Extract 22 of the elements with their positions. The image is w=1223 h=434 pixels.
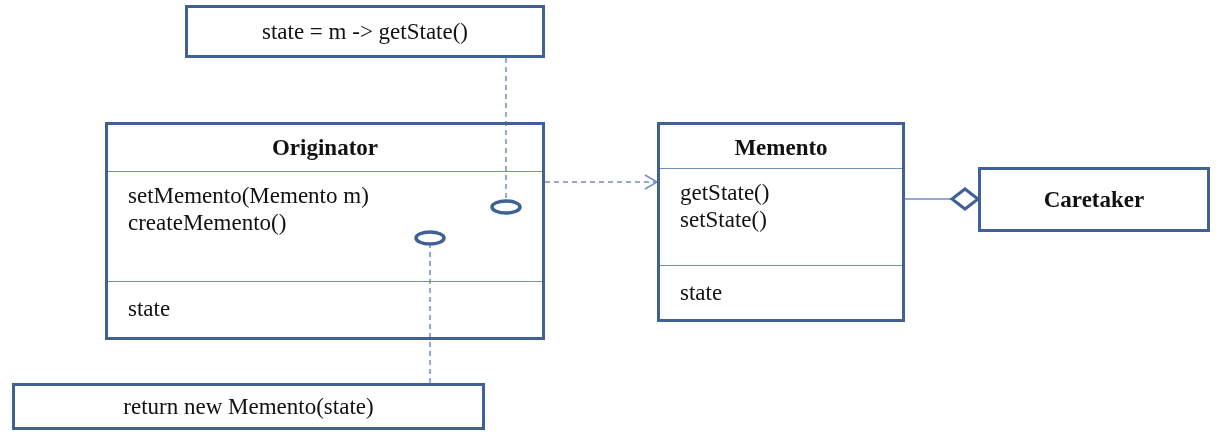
class-box: [105, 122, 545, 340]
class-name: Caretaker: [1043, 186, 1145, 213]
method-name: setState(): [680, 206, 767, 233]
method-name: createMemento(): [128, 209, 287, 236]
attribute-name: state: [128, 295, 171, 322]
leader-line: [505, 57, 507, 200]
attribute-name: state: [680, 279, 723, 306]
note-text: return new Memento(state): [123, 393, 374, 420]
ellipse-symbol: [414, 230, 446, 246]
ellipse-symbol: [490, 199, 522, 215]
note-box: [978, 167, 1210, 232]
class-name: Originator: [271, 134, 378, 161]
class-box: [657, 122, 905, 322]
class-name: Memento: [734, 134, 828, 161]
note-box: [12, 383, 485, 430]
method-name: getState(): [680, 179, 770, 206]
note-box: [185, 5, 545, 58]
leader-line: [429, 245, 431, 384]
method-name: setMemento(Memento m): [128, 182, 369, 209]
aggregation-line: [904, 187, 980, 211]
note-text: state = m -> getState(): [261, 18, 468, 45]
dependency-arrow: [544, 174, 658, 190]
